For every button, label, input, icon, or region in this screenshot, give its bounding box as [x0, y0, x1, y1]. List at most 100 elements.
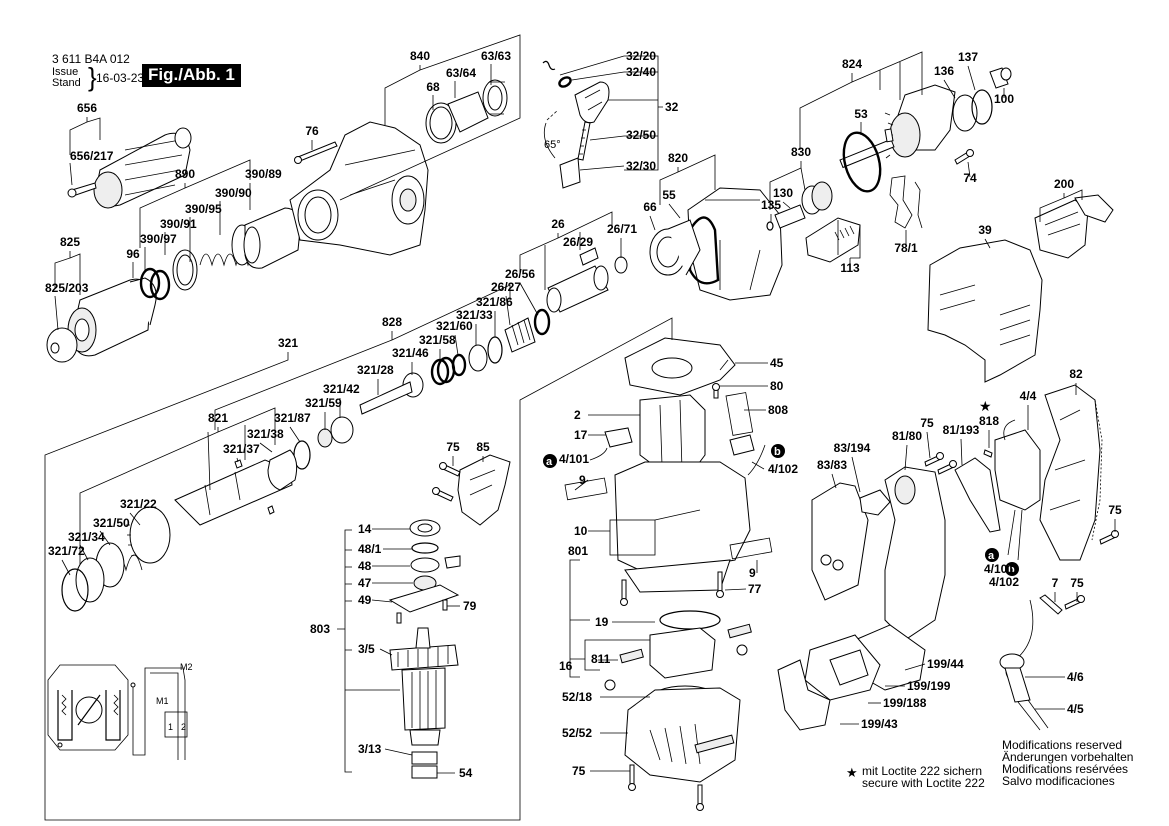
part-82-handle-shell[interactable]: [1039, 384, 1103, 561]
part-label-75b[interactable]: 75: [572, 764, 586, 778]
part-825-chuck[interactable]: [67, 277, 157, 357]
part-9-label-a[interactable]: [564, 477, 608, 501]
part-label-824[interactable]: 824: [842, 57, 862, 71]
part-48-ring[interactable]: [410, 555, 461, 573]
part-80-screw[interactable]: [712, 383, 720, 399]
part-656-217-screw[interactable]: [67, 182, 97, 198]
part-26-29-pin[interactable]: [579, 247, 599, 266]
part-label-321-46[interactable]: 321/46: [392, 346, 429, 360]
part-label-82[interactable]: 82: [1069, 367, 1083, 381]
part-130-gear[interactable]: [801, 181, 833, 215]
part-label-4-6[interactable]: 4/6: [1067, 670, 1084, 684]
part-label-48[interactable]: 48: [358, 559, 372, 573]
part-label-M1[interactable]: M1: [156, 696, 169, 706]
part-label-63-64[interactable]: 63/64: [446, 66, 476, 80]
part-label-T2[interactable]: 2: [181, 722, 186, 732]
part-79-screws[interactable]: [396, 599, 448, 624]
part-321-46-striker[interactable]: [359, 372, 424, 415]
part-label-32-20[interactable]: 32/20: [626, 49, 656, 63]
part-label-390-89[interactable]: 390/89: [245, 167, 282, 181]
part-label-3-5[interactable]: 3/5: [358, 642, 375, 656]
part-label-4-4[interactable]: 4/4: [1020, 389, 1037, 403]
part-label-801[interactable]: 801: [568, 544, 588, 558]
part-label-321-86[interactable]: 321/86: [476, 295, 513, 309]
part-label-32-30[interactable]: 32/30: [626, 159, 656, 173]
part-label-830[interactable]: 830: [791, 145, 811, 159]
part-label-199-199[interactable]: 199/199: [907, 679, 951, 693]
part-label-321-87[interactable]: 321/87: [274, 411, 311, 425]
part-label-321-33[interactable]: 321/33: [456, 308, 493, 322]
part-39-housing-cover[interactable]: [927, 239, 1043, 383]
part-label-9a[interactable]: 9: [579, 473, 586, 487]
part-label-130[interactable]: 130: [773, 186, 793, 200]
part-label-321-50[interactable]: 321/50: [93, 516, 130, 530]
part-label-656-217[interactable]: 656/217: [70, 149, 114, 163]
part-321-58-oring[interactable]: [430, 356, 456, 386]
part-label-321-34[interactable]: 321/34: [68, 530, 105, 544]
part-820-flange[interactable]: [687, 187, 783, 301]
part-75-screw-shell[interactable]: [1099, 530, 1119, 545]
part-label-7[interactable]: 7: [1052, 576, 1059, 590]
part-label-890[interactable]: 890: [175, 167, 195, 181]
part-66-sleeve[interactable]: [649, 219, 701, 276]
part-label-75c[interactable]: 75: [920, 416, 934, 430]
part-55-oring[interactable]: [688, 216, 720, 285]
part-48-1-oring[interactable]: [411, 542, 439, 554]
part-label-75e[interactable]: 75: [1070, 576, 1084, 590]
part-label-26[interactable]: 26: [551, 217, 565, 231]
part-113-switch-fork[interactable]: [805, 217, 861, 263]
part-17-brush-holder[interactable]: [604, 427, 755, 456]
part-label-821[interactable]: 821: [208, 411, 228, 425]
part-label-16[interactable]: 16: [559, 659, 573, 673]
part-4-102-wire[interactable]: [747, 444, 766, 476]
part-label-M2[interactable]: M2: [180, 662, 193, 672]
part-label-85[interactable]: 85: [476, 440, 490, 454]
part-75-screws-bracket[interactable]: [432, 462, 461, 502]
part-label-656[interactable]: 656: [77, 101, 97, 115]
part-63-63-bearing[interactable]: [482, 79, 508, 117]
part-52-52-end-cap[interactable]: [624, 687, 741, 783]
part-54-ring[interactable]: [411, 765, 438, 779]
part-16-brush-plate[interactable]: [649, 627, 716, 679]
part-9-label-b[interactable]: [729, 537, 773, 560]
part-26-27-bellows[interactable]: [504, 317, 536, 353]
part-label-52-52[interactable]: 52/52: [562, 726, 592, 740]
part-label-68[interactable]: 68: [426, 80, 440, 94]
part-label-52-18[interactable]: 52/18: [562, 690, 592, 704]
part-label-4-102a[interactable]: 4/102: [768, 462, 798, 476]
part-10-motor-housing[interactable]: [614, 461, 751, 593]
part-49-plate[interactable]: [388, 584, 460, 613]
part-100-bushing[interactable]: [989, 67, 1012, 89]
part-label-74[interactable]: 74: [963, 171, 977, 185]
part-label-808[interactable]: 808: [768, 403, 788, 417]
part-14-bearing[interactable]: [409, 519, 441, 537]
part-199-vibration-damper[interactable]: [777, 624, 926, 731]
part-label-49[interactable]: 49: [358, 593, 372, 607]
part-825-203-cap[interactable]: [46, 327, 78, 363]
part-321-37-pin[interactable]: [234, 459, 275, 515]
part-45-cover[interactable]: [624, 337, 736, 396]
part-76-screw[interactable]: [294, 141, 338, 164]
part-321-34-ring[interactable]: [75, 557, 105, 603]
part-26-56-oring[interactable]: [533, 308, 551, 336]
part-label-825-203[interactable]: 825/203: [45, 281, 89, 295]
part-label-811[interactable]: 811: [591, 652, 611, 666]
part-890-assembly[interactable]: [139, 207, 301, 301]
part-label-818[interactable]: 818: [979, 414, 999, 428]
part-label-136[interactable]: 136: [934, 64, 954, 78]
part-label-321-28[interactable]: 321/28: [357, 363, 394, 377]
part-label-32-40[interactable]: 32/40: [626, 65, 656, 79]
part-75-screws-endcap[interactable]: [628, 764, 704, 811]
part-label-321-38[interactable]: 321/38: [247, 427, 284, 441]
part-label-4-5[interactable]: 4/5: [1067, 702, 1084, 716]
part-label-4-101b[interactable]: 4/101: [984, 562, 1014, 576]
part-label-63-63[interactable]: 63/63: [481, 49, 511, 63]
part-label-137[interactable]: 137: [958, 50, 978, 64]
part-label-32-50[interactable]: 32/50: [626, 128, 656, 142]
part-label-81-193[interactable]: 81/193: [943, 423, 980, 437]
part-53-oring[interactable]: [838, 129, 886, 196]
part-label-10[interactable]: 10: [574, 524, 588, 538]
part-321-72-ring[interactable]: [61, 568, 89, 612]
part-label-390-91[interactable]: 390/91: [160, 217, 197, 231]
part-811-carbon-brush[interactable]: [604, 623, 752, 691]
